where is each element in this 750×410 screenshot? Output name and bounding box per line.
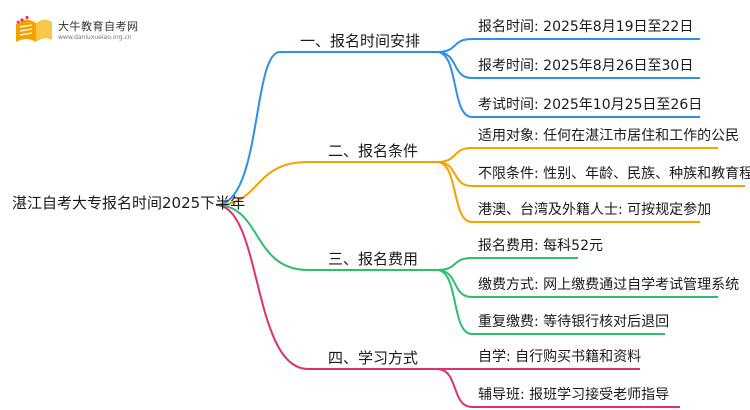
site-logo: 大牛教育自考网 www.daniuxueiao.org.cn	[14, 12, 174, 48]
branch-4-leaf-1: 自学: 自行购买书籍和资料	[478, 349, 642, 365]
book-logo-icon	[16, 15, 52, 42]
branch-4-leaf-2: 辅导班: 报班学习接受老师指导	[478, 387, 670, 403]
branch-2-leaf-1: 适用对象: 任何在湛江市居住和工作的公民	[478, 128, 740, 144]
branch-4-title: 四、学习方式	[328, 349, 419, 367]
branch-1-leaf-1: 报名时间: 2025年8月19日至22日	[478, 19, 694, 35]
branch-connector-1	[215, 38, 700, 206]
branch-connector-3	[215, 204, 718, 335]
branch-1-leaf-3: 考试时间: 2025年10月25日至26日	[478, 97, 703, 113]
branch-3-leaf-1: 报名费用: 每科52元	[478, 238, 603, 254]
branch-connector-2	[215, 147, 745, 223]
branch-2-leaf-3: 港澳、台湾及外籍人士: 可按规定参加	[478, 202, 712, 218]
site-url: www.daniuxueiao.org.cn	[58, 34, 132, 41]
branch-2-title: 二、报名条件	[328, 142, 419, 160]
branch-connector-4	[215, 204, 680, 408]
branch-1-leaf-2: 报考时间: 2025年8月26日至30日	[478, 58, 694, 74]
branch-2-leaf-2: 不限条件: 性别、年龄、民族、种族和教育程度	[478, 166, 750, 182]
branch-3-leaf-3: 重复缴费: 等待银行核对后退回	[478, 314, 670, 330]
root-topic: 湛江自考大专报名时间2025下半年	[12, 194, 246, 212]
branch-1-title: 一、报名时间安排	[300, 32, 421, 50]
site-title: 大牛教育自考网	[58, 20, 139, 33]
branch-3-leaf-2: 缴费方式: 网上缴费通过自学考试管理系统	[478, 277, 740, 293]
branch-3-title: 三、报名费用	[328, 250, 419, 268]
